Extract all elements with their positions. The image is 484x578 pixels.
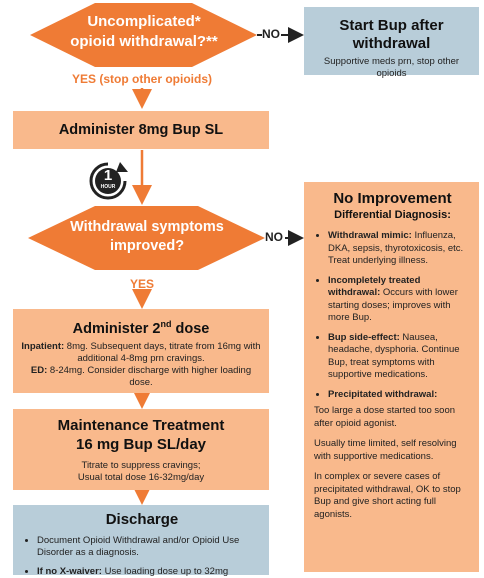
discharge-box: Discharge Document Opioid Withdrawal and… [13, 505, 269, 578]
differential-item-text: Influenza, DKA, sepsis, thyrotoxicosis, … [328, 230, 464, 266]
yes2-label: YES [129, 277, 154, 291]
administer1-box: Administer 8mg Bup SL [13, 111, 269, 149]
decision2-line1: Withdrawal symptoms [70, 219, 224, 235]
decision2-line2: improved? [109, 238, 185, 254]
differential-item: Precipitated withdrawal: [328, 389, 471, 402]
decision2-label: Withdrawal symptoms improved? [40, 218, 254, 256]
discharge-item-2-text: Use loading dose up to 32mg [101, 566, 229, 577]
administer2-box: Administer 2nd dose Inpatient: 8mg. Subs… [13, 309, 269, 393]
yes1-label: YES (stop other opioids) [72, 72, 212, 86]
start-bup-title-line2: withdrawal [352, 35, 431, 52]
inpatient-label: Inpatient: [21, 340, 65, 352]
precipitated-para-3: In complex or severe cases of precipitat… [314, 471, 461, 520]
maintenance-title-line2: 16 mg Bup SL/day [75, 436, 207, 453]
maintenance-body-line1: Titrate to suppress cravings; [81, 460, 201, 471]
differential-item: Bup side-effect: Nausea, headache, dysph… [328, 332, 471, 382]
maintenance-title: Maintenance Treatment 16 mg Bup SL/day [13, 416, 269, 454]
discharge-item-2-label: If no X-waiver: [37, 566, 102, 577]
differential-item: Withdrawal mimic: Influenza, DKA, sepsis… [328, 230, 471, 268]
differential-item-text: Nausea, headache, dysphoria. Continue Bu… [328, 331, 460, 381]
inpatient-text: 8mg. Subsequent days, titrate from 16mg … [64, 340, 261, 364]
no1-label: NO [262, 27, 280, 41]
administer2-title-sup: nd [160, 319, 172, 329]
administer2-inpatient: Inpatient: 8mg. Subsequent days, titrate… [21, 341, 261, 365]
discharge-item-2: If no X-waiver: Use loading dose up to 3… [37, 566, 261, 578]
maintenance-box: Maintenance Treatment 16 mg Bup SL/day T… [13, 409, 269, 490]
differential-item-label: Incompletely treated withdrawal: [328, 274, 421, 299]
no-improvement-title: No Improvement [333, 190, 452, 207]
differential-item-label: Withdrawal mimic: [328, 230, 412, 241]
no-improvement-box: No Improvement Differential Diagnosis: W… [304, 182, 479, 572]
start-bup-title: Start Bup after withdrawal [304, 17, 479, 53]
decision1-label: Uncomplicated* opioid withdrawal?** [40, 12, 248, 52]
differential-list: Withdrawal mimic: Influenza, DKA, sepsis… [314, 230, 471, 401]
differential-item-label: Bup side-effect: [328, 331, 400, 343]
precipitated-para-1: Too large a dose started too soon after … [314, 405, 456, 429]
administer2-ed: ED: 8-24mg. Consider discharge with high… [21, 365, 261, 389]
timer-unit: HOUR [100, 184, 116, 190]
discharge-list: Document Opioid Withdrawal and/or Opioid… [23, 535, 261, 578]
ed-text: 8-24mg. Consider discharge with higher l… [47, 364, 252, 388]
timer-number: 1 [103, 167, 113, 184]
precipitated-para-2: Usually time limited, self resolving wit… [314, 438, 457, 462]
discharge-item-1: Document Opioid Withdrawal and/or Opioid… [37, 535, 261, 559]
differential-item: Incompletely treated withdrawal: Occurs … [328, 275, 471, 325]
no2-label: NO [265, 230, 283, 244]
start-bup-body: Supportive meds prn, stop other opioids [323, 56, 460, 79]
no-improvement-subtitle: Differential Diagnosis: [334, 209, 451, 221]
discharge-title: Discharge [105, 511, 179, 528]
differential-item-text: Occurs with lower starting doses; improv… [328, 287, 458, 323]
decision1-line2: opioid withdrawal?** [70, 33, 218, 50]
maintenance-title-line1: Maintenance Treatment [57, 417, 225, 434]
ed-label: ED: [30, 364, 48, 376]
decision1-line1: Uncomplicated* [87, 13, 201, 30]
administer2-title-pre: Administer 2 [72, 320, 161, 337]
start-bup-title-line1: Start Bup after [339, 17, 444, 34]
decision1-diamond [30, 3, 257, 67]
administer2-title-post: dose [171, 320, 210, 337]
decision2-diamond [28, 206, 265, 270]
timer-icon [89, 161, 128, 200]
differential-item-label: Precipitated withdrawal: [328, 388, 438, 400]
maintenance-body-line2: Usual total dose 16-32mg/day [77, 472, 205, 483]
start-bup-box: Start Bup after withdrawal Supportive me… [304, 7, 479, 79]
administer2-title: Administer 2nd dose [21, 315, 261, 338]
